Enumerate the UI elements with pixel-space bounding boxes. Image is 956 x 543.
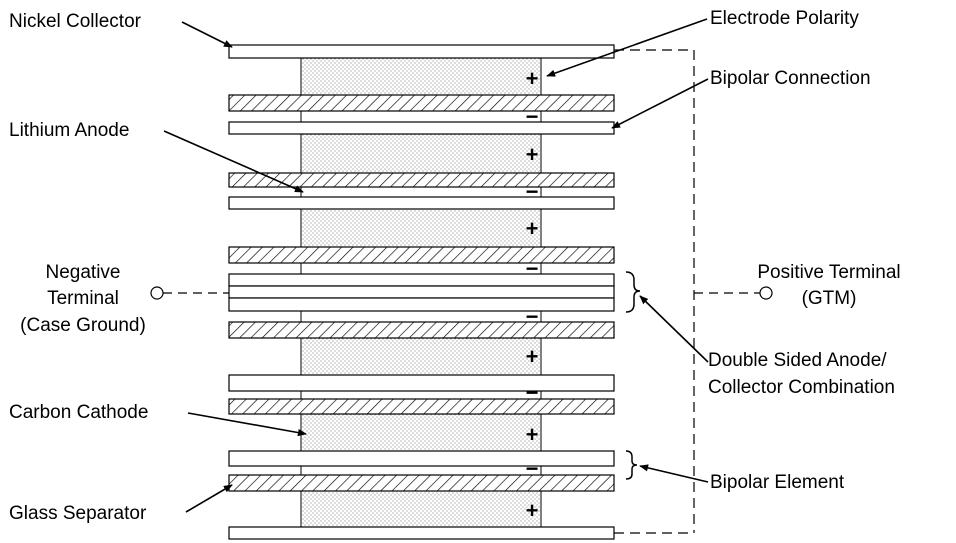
collector-plate [228,374,615,392]
separator-layer [228,246,615,264]
plus-sign: + [526,498,539,523]
polarity-signs: + − + − + − − + − + − + [526,66,539,523]
cathode-layer [300,57,542,96]
arrow-bipolar-connection [611,78,709,129]
minus-sign: − [526,380,539,405]
arrow-electrode-polarity [546,18,708,77]
minus-sign: − [526,256,539,281]
plus-sign: + [526,216,539,241]
label-lithium-anode: Lithium Anode [9,120,129,141]
collector-plate [228,196,615,210]
label-glass-separator: Glass Separator [9,503,147,524]
collector-plate [228,273,615,287]
positive-terminal-symbol [694,286,773,300]
minus-sign: − [526,456,539,481]
arrow-carbon-cathode [187,412,307,437]
separator-layer [228,94,615,112]
collector-plate [228,526,615,540]
plus-sign: + [526,422,539,447]
minus-sign: − [526,179,539,204]
collector-plate [228,297,615,312]
minus-sign: − [526,104,539,129]
bipolar-element-brace [625,450,638,480]
cathode-layer [300,490,542,528]
cathode-layer [300,208,542,248]
label-carbon-cathode: Carbon Cathode [9,402,148,423]
cathode-layer [300,413,542,452]
negative-terminal-symbol [150,286,229,300]
label-negative-terminal-line3: (Case Ground) [20,315,146,336]
arrow-bipolar-element [639,464,709,483]
case-outline [614,49,695,534]
double-sided-brace [625,271,641,313]
glass-separators [228,94,615,492]
arrow-lithium-anode [163,130,304,193]
label-double-sided-line2: Collector Combination [708,377,895,398]
cathode-layer [300,133,542,174]
separator-layer [228,321,615,339]
arrow-nickel-collector [181,21,233,48]
minus-sign: − [526,304,539,329]
label-negative-terminal-line2: Terminal [47,288,119,309]
arrow-glass-separator [185,484,233,513]
separator-layer [228,398,615,415]
plus-sign: + [526,344,539,369]
arrow-double-sided [639,295,709,363]
cathode-layer [300,337,542,376]
collector-plate [228,44,615,59]
label-bipolar-element: Bipolar Element [710,472,845,493]
separator-layer [228,172,615,188]
collector-plate [228,285,615,299]
collector-plate [228,121,615,135]
label-double-sided-line1: Double Sided Anode/ [708,350,887,371]
label-negative-terminal-line1: Negative [46,262,121,283]
nickel-collectors [228,44,615,540]
label-positive-terminal-line2: (GTM) [802,288,857,309]
plus-sign: + [526,66,539,91]
collector-plate [228,450,615,467]
separator-layer [228,474,615,492]
leader-arrows [163,18,709,513]
label-positive-terminal-line1: Positive Terminal [757,262,900,283]
label-electrode-polarity: Electrode Polarity [710,8,859,29]
plus-sign: + [526,142,539,167]
label-bipolar-connection: Bipolar Connection [710,68,871,89]
label-nickel-collector: Nickel Collector [9,11,142,32]
